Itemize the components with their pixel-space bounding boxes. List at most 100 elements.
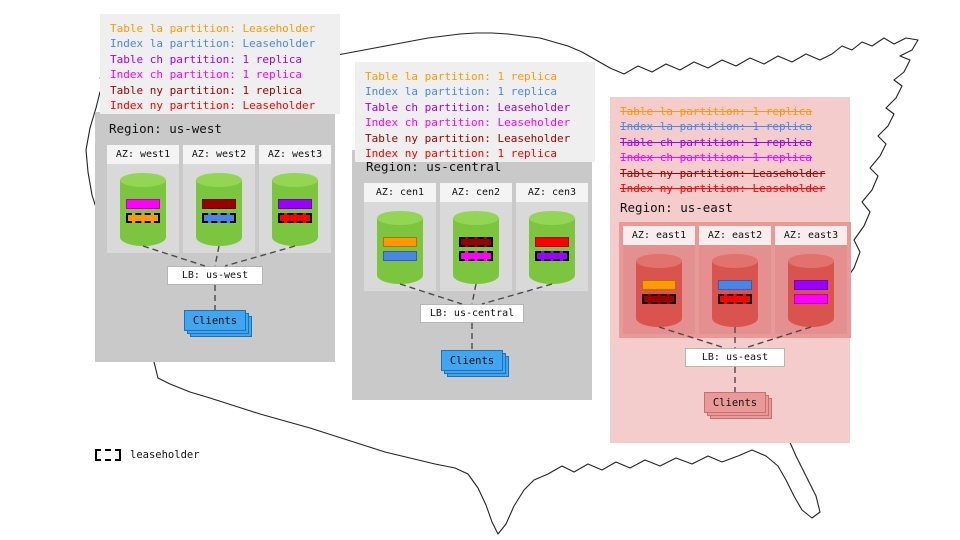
partition-bar — [535, 250, 569, 261]
load-balancer-us-east: LB: us-east — [685, 348, 785, 367]
partition-bars — [718, 279, 752, 304]
database-cylinder-icon — [120, 172, 166, 246]
region-us-central: Region: us-central AZ: cen1 AZ: cen2 — [352, 150, 592, 400]
database-cylinder-icon — [636, 253, 682, 327]
az-body — [259, 164, 331, 253]
az-box-west2: AZ: west2 — [183, 145, 255, 253]
annotation-line: Index ch partition: 1 replica — [110, 68, 303, 82]
database-cylinder-icon — [712, 253, 758, 327]
partition-bar — [642, 279, 676, 290]
annotation-line: Index ch partition: Leaseholder — [365, 116, 571, 130]
partition-bar — [459, 250, 493, 261]
partition-bar — [794, 279, 828, 290]
partition-bar — [126, 198, 160, 209]
partition-bars — [126, 198, 160, 223]
database-cylinder-icon — [272, 172, 318, 246]
legend: leaseholder — [95, 449, 200, 461]
partition-bars — [642, 279, 676, 304]
partition-bar — [278, 212, 312, 223]
az-box-cen1: AZ: cen1 — [364, 183, 436, 291]
az-label: AZ: cen2 — [440, 183, 512, 202]
az-label: AZ: cen1 — [364, 183, 436, 202]
annotation-line: Table ch partition: 1 replica — [110, 52, 303, 66]
partition-bar — [278, 198, 312, 209]
region-us-east: Table la partition: 1 replica Index la p… — [610, 97, 851, 443]
az-body — [183, 164, 255, 253]
az-body — [623, 245, 695, 334]
annotation-line: Table ny partition: 1 replica — [110, 83, 303, 97]
annotation-line: Index la partition: 1 replica — [620, 120, 813, 134]
az-body — [516, 202, 588, 291]
load-balancer-us-west: LB: us-west — [167, 266, 263, 285]
az-label: AZ: east3 — [775, 226, 847, 245]
partition-bar — [794, 293, 828, 304]
clients-box-us-west: Clients — [184, 310, 252, 337]
az-box-cen3: AZ: cen3 — [516, 183, 588, 291]
partition-bar — [202, 212, 236, 223]
region-title: Region: us-west — [109, 121, 222, 136]
annotation-line: Index la partition: Leaseholder — [110, 37, 316, 51]
clients-label: Clients — [184, 310, 246, 331]
annotation-line: Table la partition: 1 replica — [620, 105, 813, 118]
annotation-line: Table ch partition: 1 replica — [620, 135, 813, 149]
az-row: AZ: west1 AZ: west2 — [107, 145, 331, 253]
annotation-line: Index ch partition: 1 replica — [620, 151, 813, 165]
legend-label: leaseholder — [130, 449, 200, 461]
az-body — [364, 202, 436, 291]
clients-label: Clients — [704, 392, 766, 413]
annotation-box-us-east: Table la partition: 1 replica Index la p… — [620, 104, 825, 196]
partition-bars — [459, 236, 493, 261]
az-row: AZ: east1 AZ: east2 — [619, 222, 851, 338]
annotation-line: Table ch partition: Leaseholder — [365, 100, 571, 114]
annotation-line: Index ny partition: Leaseholder — [620, 182, 826, 196]
az-label: AZ: west3 — [259, 145, 331, 164]
annotation-line: Table la partition: 1 replica — [365, 70, 558, 83]
partition-bar — [718, 293, 752, 304]
partition-bar — [202, 198, 236, 209]
az-row: AZ: cen1 AZ: cen2 — [364, 183, 588, 291]
az-box-west3: AZ: west3 — [259, 145, 331, 253]
az-body — [107, 164, 179, 253]
partition-bar — [383, 236, 417, 247]
az-box-west1: AZ: west1 — [107, 145, 179, 253]
az-body — [699, 245, 771, 334]
load-balancer-us-central: LB: us-central — [420, 304, 524, 323]
annotation-line: Table ny partition: Leaseholder — [365, 131, 571, 145]
partition-bars — [535, 236, 569, 261]
database-cylinder-icon — [196, 172, 242, 246]
partition-bar — [535, 236, 569, 247]
annotation-line: Index la partition: 1 replica — [365, 85, 558, 99]
partition-bar — [459, 236, 493, 247]
partition-bar — [642, 293, 676, 304]
annotation-line: Index ny partition: 1 replica — [365, 147, 558, 161]
az-box-east1: AZ: east1 — [623, 226, 695, 334]
partition-bars — [383, 236, 417, 261]
annotation-line: Index ny partition: Leaseholder — [110, 99, 316, 113]
database-cylinder-icon — [529, 210, 575, 284]
clients-label: Clients — [441, 350, 503, 371]
database-cylinder-icon — [788, 253, 834, 327]
partition-bar — [383, 250, 417, 261]
partition-bars — [794, 279, 828, 304]
az-box-cen2: AZ: cen2 — [440, 183, 512, 291]
az-label: AZ: east2 — [699, 226, 771, 245]
annotation-box-us-central: Table la partition: 1 replica Index la p… — [355, 62, 595, 162]
az-label: AZ: west2 — [183, 145, 255, 164]
clients-box-us-central: Clients — [441, 350, 509, 377]
partition-bars — [278, 198, 312, 223]
az-box-east2: AZ: east2 — [699, 226, 771, 334]
annotation-line: Table la partition: Leaseholder — [110, 22, 316, 35]
az-body — [440, 202, 512, 291]
az-box-east3: AZ: east3 — [775, 226, 847, 334]
partition-bars — [202, 198, 236, 223]
az-label: AZ: cen3 — [516, 183, 588, 202]
region-title: Region: us-central — [366, 159, 502, 174]
az-label: AZ: east1 — [623, 226, 695, 245]
database-cylinder-icon — [453, 210, 499, 284]
annotation-box-us-west: Table la partition: Leaseholder Index la… — [100, 14, 340, 114]
leaseholder-swatch-icon — [95, 449, 121, 461]
region-title: Region: us-east — [620, 200, 733, 215]
az-body — [775, 245, 847, 334]
clients-box-us-east: Clients — [704, 392, 772, 419]
